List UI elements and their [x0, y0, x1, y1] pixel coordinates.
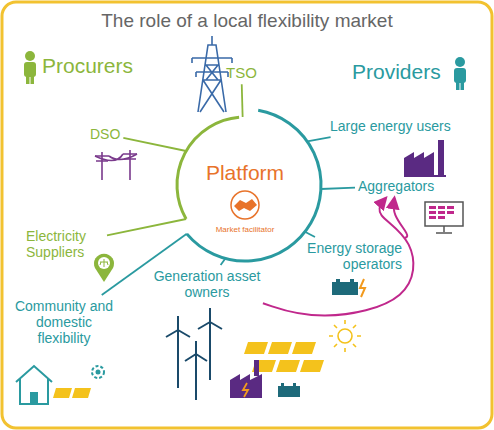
platform-link [221, 258, 226, 265]
diagram-title: The role of a local flexibility market [0, 10, 494, 32]
actor-node: Community and domestic flexibility [8, 298, 120, 346]
node-text: Platform [206, 161, 284, 185]
flow-arrow [263, 198, 413, 315]
actor-node: Large energy users [330, 118, 451, 134]
platform-link [307, 137, 330, 141]
factory-icon [404, 140, 446, 177]
node-text: DSO [90, 126, 120, 142]
utility-pole-icon [95, 150, 137, 180]
battery-icon [332, 279, 365, 297]
monitor-icon [425, 202, 463, 233]
actor-node: TSO [226, 64, 257, 81]
platform-link [241, 84, 244, 117]
handshake-icon [231, 191, 259, 219]
actor-node: DSO [90, 126, 120, 142]
location-pin-icon [94, 254, 114, 282]
platform-link [107, 219, 186, 235]
power-plant-icon [230, 360, 262, 398]
actor-node: Generation asset owners [148, 268, 266, 300]
procurer-person-icon [24, 51, 36, 84]
node-text: Generation asset owners [148, 268, 266, 300]
provider-person-icon [454, 57, 466, 90]
house-icon [16, 366, 52, 404]
platform-link [321, 188, 355, 189]
sun-icon [329, 320, 361, 352]
provider-arc [187, 110, 321, 261]
actor-node: Electricity Suppliers [26, 228, 104, 260]
node-subtext: Market facilitator [216, 225, 275, 234]
solar-panel-icon [53, 388, 91, 398]
group-heading: Providers [352, 60, 441, 84]
node-text: Energy storage operators [302, 240, 402, 272]
node-text: Electricity Suppliers [26, 228, 104, 260]
wind-turbine-icon [166, 308, 222, 400]
actor-node: Energy storage operators [302, 240, 402, 272]
platform-link [102, 234, 187, 295]
gear-icon [92, 366, 104, 378]
platform-link [123, 138, 186, 151]
node-text: Aggregators [358, 178, 434, 194]
node-text: Large energy users [330, 118, 451, 134]
actor-node: Aggregators [358, 178, 434, 194]
platform-link [305, 232, 315, 237]
node-text: TSO [226, 64, 257, 81]
battery-icon [278, 383, 300, 397]
platform-circle: PlatformMarket facilitator [169, 109, 321, 261]
node-text: Community and domestic flexibility [8, 298, 120, 346]
group-heading: Procurers [42, 54, 133, 78]
